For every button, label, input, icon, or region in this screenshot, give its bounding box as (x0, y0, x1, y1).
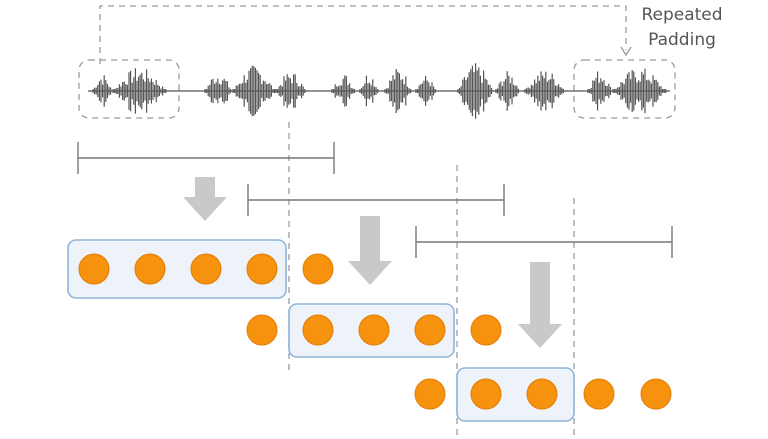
waveform-burst (112, 68, 167, 114)
down-arrow-icon (348, 216, 392, 285)
frame-dot-in-window (134, 253, 166, 285)
waveform-burst (92, 75, 112, 107)
frame-dot (640, 378, 672, 410)
frame-dot (302, 253, 334, 285)
frame-dots (78, 253, 672, 410)
waveform-burst (275, 74, 306, 108)
waveform-burst (331, 75, 355, 107)
waveform-burst (415, 76, 436, 106)
repeated-padding-label: Repeated Padding (622, 3, 742, 53)
frame-dot-in-window (78, 253, 110, 285)
down-arrow-icon (518, 262, 562, 348)
waveform-burst (359, 75, 379, 107)
repeated-padding-label-line1: Repeated (641, 5, 723, 25)
frame-dot (246, 314, 278, 346)
padding-copy-box (573, 59, 676, 119)
frame-dot-in-window (470, 378, 502, 410)
audio-waveform (88, 63, 670, 119)
frame-dot-in-window (358, 314, 390, 346)
waveform-burst (457, 63, 493, 119)
padding-arrowhead-icon (620, 46, 632, 57)
frame-dot-in-window (302, 314, 334, 346)
waveform-burst (495, 71, 519, 111)
down-arrow-icon (183, 177, 227, 221)
padding-bracket (78, 5, 676, 119)
frame-dot-in-window (246, 253, 278, 285)
frame-dot (470, 314, 502, 346)
window-ranges (77, 142, 673, 258)
waveform-burst (612, 68, 667, 114)
padding-source-box (78, 59, 180, 119)
frame-dot-in-window (526, 378, 558, 410)
waveform-burst (587, 71, 611, 111)
frame-dot (583, 378, 615, 410)
down-arrows (183, 177, 562, 348)
frame-dot-in-window (190, 253, 222, 285)
padding-bracket-line (99, 5, 627, 64)
window-box (67, 239, 287, 299)
frame-dot-in-window (414, 314, 446, 346)
repeated-padding-label-line2: Padding (648, 30, 716, 50)
waveform-burst (524, 71, 564, 111)
waveform-burst (204, 78, 232, 104)
waveform-burst (384, 69, 412, 113)
waveform-burst (232, 65, 276, 117)
frame-dot (414, 378, 446, 410)
